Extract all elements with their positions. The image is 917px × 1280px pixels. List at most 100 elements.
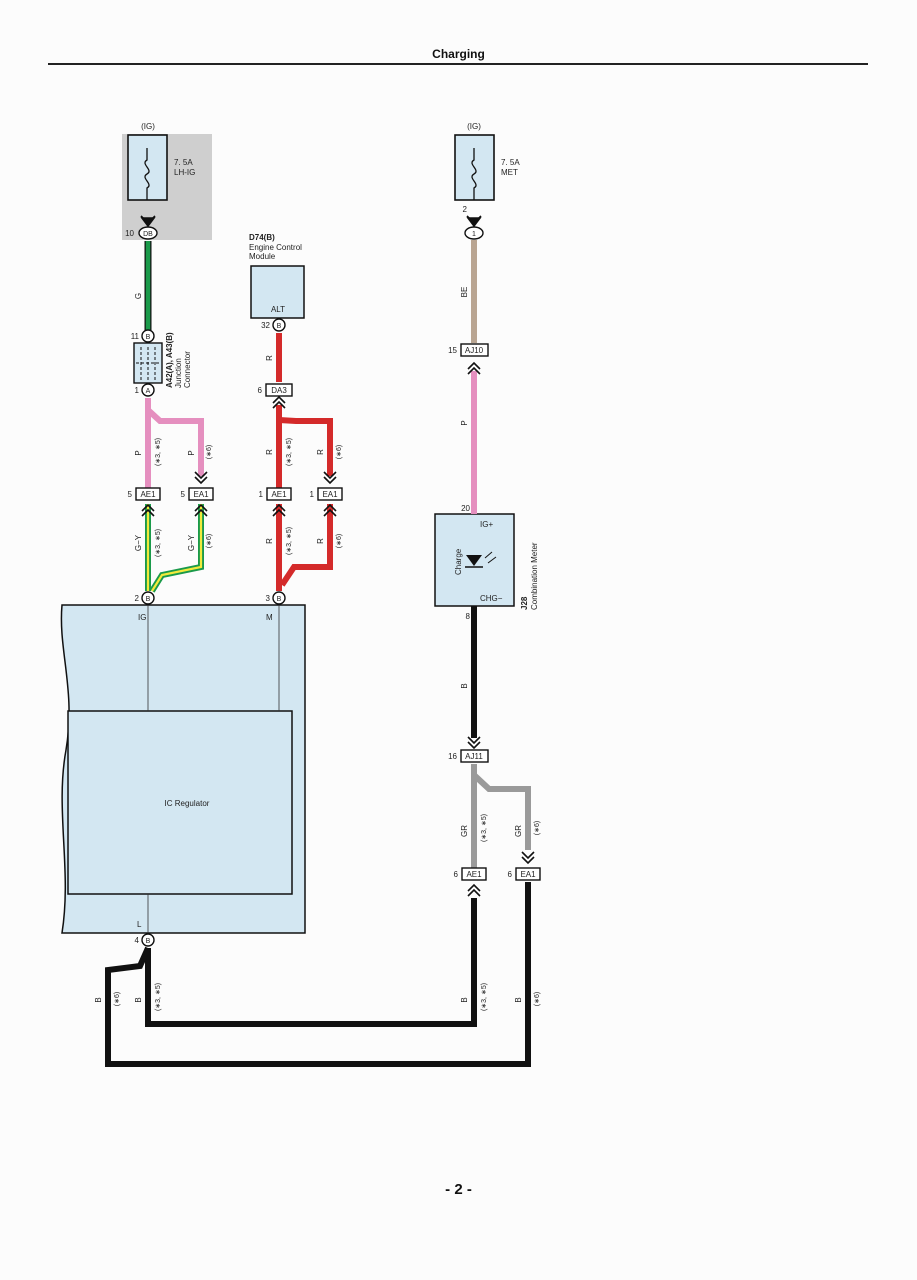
conn-ae1-ig-pin: 5 <box>128 490 133 499</box>
label-b-meter: B <box>460 683 469 688</box>
conn-ea1-l-name: EA1 <box>520 870 536 879</box>
label-r-lower-ea1-variant: (∗6) <box>336 534 343 548</box>
ecm-id: D74(B) <box>249 233 275 242</box>
ic-pin-ig-circle <box>141 591 155 605</box>
chevron-l-ae1-bottom <box>467 883 481 897</box>
ecm-pin-side: B <box>277 323 282 330</box>
ecm-pin-circle <box>272 318 286 332</box>
conn-ae1-l-pin: 6 <box>454 870 459 879</box>
label-b-inner: B <box>134 997 143 1002</box>
ic-pin-l-side: B <box>146 938 151 945</box>
chevron-aj11-top <box>467 736 481 750</box>
label-r-ecm: R <box>265 355 274 361</box>
label-r-lower-variant: (∗3, ∗5) <box>286 527 293 555</box>
ic-pin-ig-side: B <box>146 596 151 603</box>
ecm-name-2: Module <box>249 252 276 261</box>
ecm-pin-number: 32 <box>261 321 270 330</box>
conn-met-pin: 2 <box>463 205 468 214</box>
label-b-ea1-variant: (∗6) <box>534 992 541 1006</box>
label-r-ea1: R <box>316 449 325 455</box>
ic-terminal-m: M <box>266 613 273 622</box>
conn-aj10-pin: 15 <box>448 346 457 355</box>
label-r-ea1-variant: (∗6) <box>336 445 343 459</box>
chevron-ig-ea1-bottom <box>194 503 208 517</box>
wire-labels: G P (∗3, ∗5) P (∗6) G−Y (∗3, ∗5) G−Y (∗6… <box>94 287 541 1011</box>
label-r-lower-ea1: R <box>316 538 325 544</box>
arrow-fuse-met <box>466 217 482 228</box>
conn-da3-pin: 6 <box>258 386 263 395</box>
label-p-ig-variant: (∗3, ∗5) <box>155 438 162 466</box>
meter-terminal-out: CHG− <box>480 594 503 603</box>
junction-bottom-circle <box>141 383 155 397</box>
conn-ea1-l-pin: 6 <box>508 870 513 879</box>
conn-met-oval <box>464 226 484 240</box>
junction-top-side: B <box>146 334 151 341</box>
wire-gr-branch <box>471 772 531 850</box>
conn-met-label: 1 <box>472 231 476 238</box>
label-p-ea1-variant: (∗6) <box>206 445 213 459</box>
fuse-lh-rating: 7. 5A <box>174 158 193 167</box>
label-gr-ae1: GR <box>460 825 469 837</box>
conn-db-pin: 10 <box>125 229 134 238</box>
conn-ae1-ig-box <box>135 487 161 501</box>
label-gr-ea1-variant: (∗6) <box>534 821 541 835</box>
conn-da3-box <box>265 383 293 397</box>
ic-pin-l-circle <box>141 933 155 947</box>
fuse-lh-supply: (IG) <box>141 122 155 131</box>
wire-b-loop-outer <box>105 882 531 1067</box>
conn-ea1-m-box <box>317 487 343 501</box>
conn-aj10-box <box>460 343 489 357</box>
ic-pin-m-side: B <box>277 596 282 603</box>
junction-name-1: Junction <box>174 358 183 388</box>
junction-bottom-pin: 1 <box>135 386 140 395</box>
label-p-meter: P <box>460 420 469 425</box>
junction-top-pin: 11 <box>131 332 140 341</box>
page-title: Charging <box>432 47 485 61</box>
conn-da3-name: DA3 <box>271 386 287 395</box>
conn-db-oval <box>138 226 158 240</box>
label-p-ea1: P <box>187 450 196 455</box>
conn-aj10-name: AJ10 <box>465 346 484 355</box>
wire-p-branch <box>145 407 204 476</box>
label-r-lower: R <box>265 538 274 544</box>
wire-b-loop-inner <box>145 898 477 1027</box>
label-gr-ea1: GR <box>514 825 523 837</box>
chevrons <box>140 215 535 897</box>
conn-ae1-m-name: AE1 <box>271 490 287 499</box>
conn-ae1-m-pin: 1 <box>259 490 264 499</box>
label-gy-ig: G−Y <box>134 534 143 551</box>
ecm-terminal: ALT <box>271 305 285 314</box>
label-b-outer: B <box>94 997 103 1002</box>
label-r-m-variant: (∗3, ∗5) <box>286 438 293 466</box>
fuse-met-name: MET <box>501 168 518 177</box>
charge-led-ray2 <box>487 556 497 564</box>
chevron-ig-ea1-top <box>194 471 208 485</box>
conn-ea1-l-box <box>515 867 541 881</box>
fuse-lh-name: LH-IG <box>174 168 195 177</box>
page-number: - 2 - <box>445 1181 472 1198</box>
label-b-ae1-variant: (∗3, ∗5) <box>481 983 488 1011</box>
label-b-ea1: B <box>514 997 523 1002</box>
ic-terminal-l: L <box>137 920 142 929</box>
conn-ae1-m-box <box>266 487 292 501</box>
meter-terminal-in: IG+ <box>480 520 493 529</box>
fuse-met-symbol <box>471 148 477 200</box>
wire-gy-branch-stripe <box>151 504 203 592</box>
ic-regulator-inner <box>67 710 293 895</box>
wire-r-lower-branch <box>279 504 333 587</box>
chevron-da3 <box>272 395 286 409</box>
conn-ea1-ig-name: EA1 <box>193 490 209 499</box>
label-b-inner-variant: (∗3, ∗5) <box>155 983 162 1011</box>
meter-pin-out: 8 <box>466 612 471 621</box>
chevron-m-ea1-bottom <box>323 503 337 517</box>
conn-ae1-l-name: AE1 <box>466 870 482 879</box>
conn-db-label: DB <box>143 231 153 238</box>
ic-terminal-ig: IG <box>138 613 146 622</box>
junction-id: A42(A), A43(B) <box>165 332 174 388</box>
ecm-box <box>250 265 305 319</box>
title-rule <box>48 63 868 65</box>
chevron-ig-ae1-bottom <box>141 503 155 517</box>
conn-ea1-m-pin: 1 <box>310 490 315 499</box>
chevron-m-ea1-top <box>323 471 337 485</box>
chevron-aj10 <box>467 361 481 375</box>
